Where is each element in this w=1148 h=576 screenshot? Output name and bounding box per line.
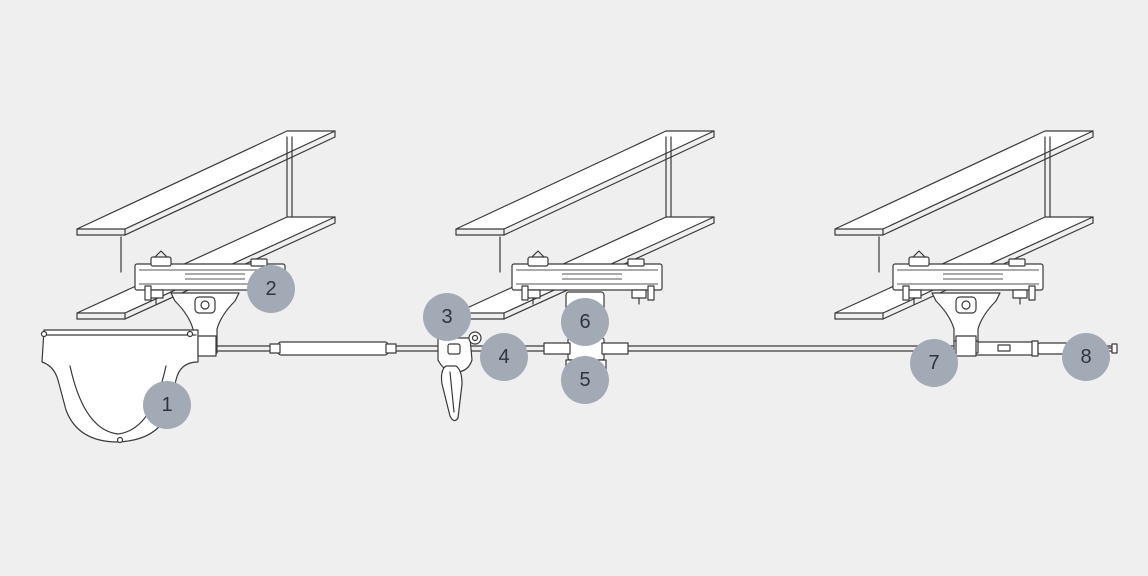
callout-1: 1 <box>143 381 191 429</box>
callout-label: 2 <box>265 278 276 300</box>
lifeline-cable <box>209 340 1118 357</box>
callout-8: 8 <box>1062 333 1110 381</box>
shuttle-traveller <box>437 331 482 422</box>
callout-label: 1 <box>161 394 172 416</box>
callout-5: 5 <box>561 356 609 404</box>
callout-6: 6 <box>561 298 609 346</box>
steel-beam-left <box>76 130 336 320</box>
callout-7: 7 <box>910 339 958 387</box>
callout-label: 6 <box>579 311 590 333</box>
callout-label: 3 <box>441 306 452 328</box>
callout-circle <box>480 333 528 381</box>
callout-circle <box>561 298 609 346</box>
callout-label: 5 <box>579 369 590 391</box>
callout-3: 3 <box>423 293 471 341</box>
steel-beam-middle <box>455 130 715 320</box>
callout-circle <box>561 356 609 404</box>
callout-circle <box>247 265 295 313</box>
callout-2: 2 <box>247 265 295 313</box>
callout-markers: 1 2 3 4 5 6 7 8 <box>143 265 1110 429</box>
callout-4: 4 <box>480 333 528 381</box>
callout-circle <box>143 381 191 429</box>
callout-circle <box>910 339 958 387</box>
callout-label: 4 <box>498 346 509 368</box>
end-anchor-left <box>40 292 240 444</box>
callout-label: 8 <box>1080 346 1091 368</box>
callout-label: 7 <box>928 352 939 374</box>
end-anchor-right <box>931 292 1001 357</box>
callout-circle <box>423 293 471 341</box>
callout-circle <box>1062 333 1110 381</box>
steel-beam-right <box>834 130 1094 320</box>
